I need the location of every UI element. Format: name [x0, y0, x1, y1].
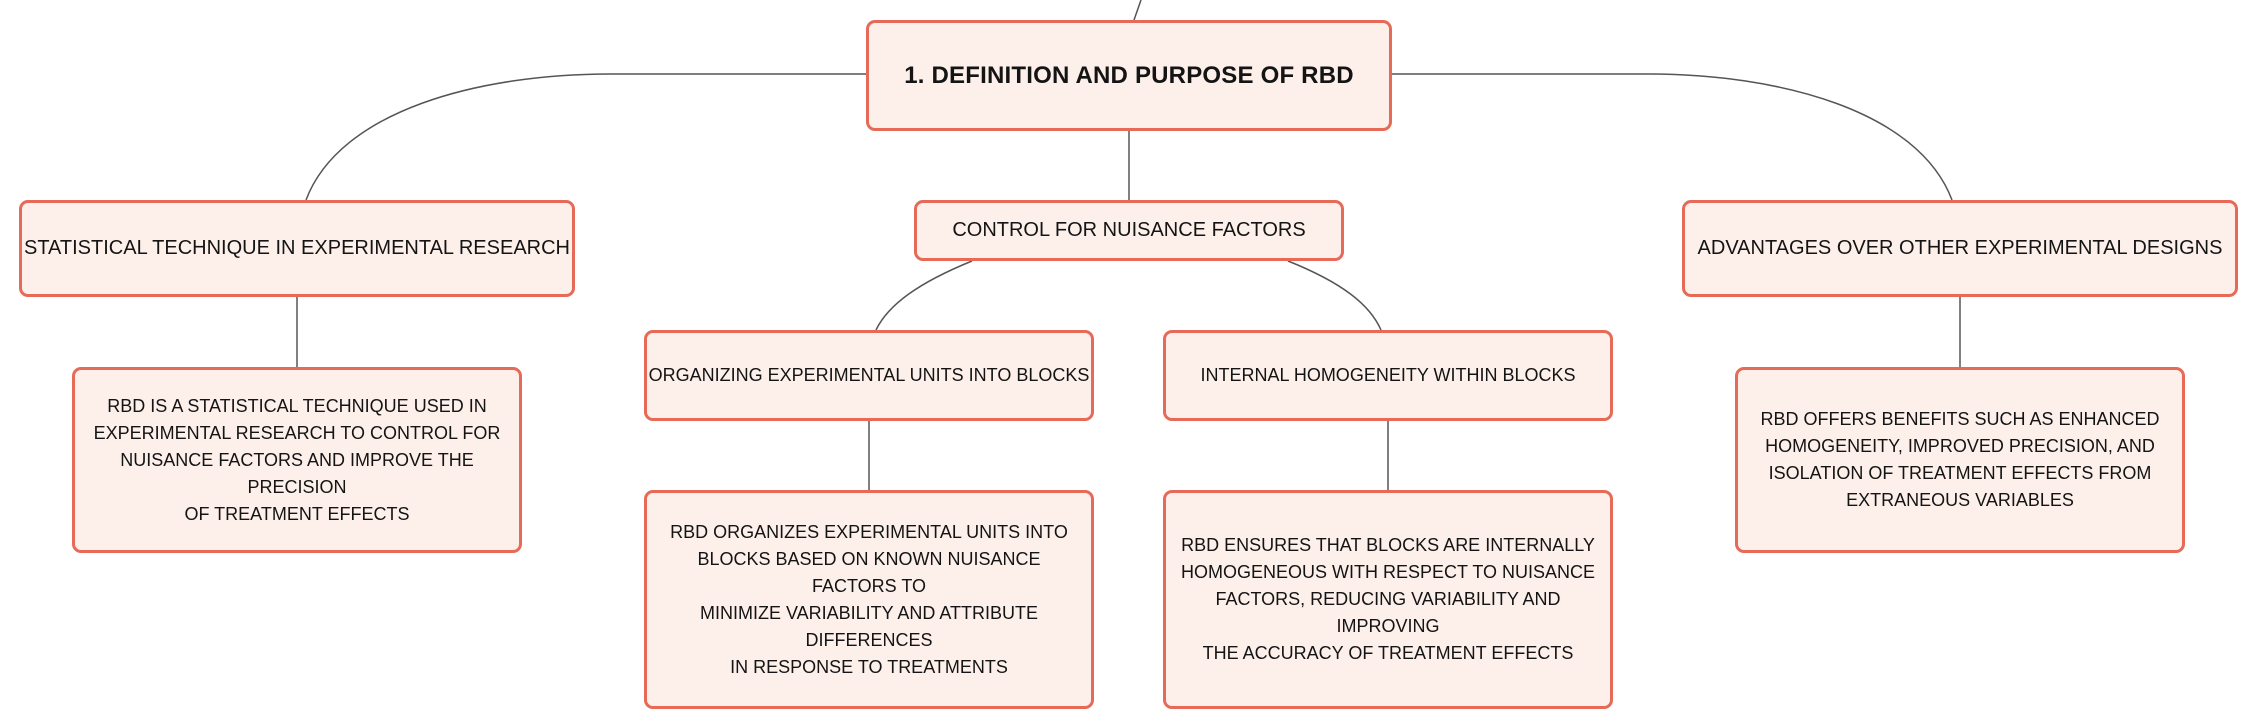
detail-line: FACTORS, REDUCING VARIABILITY AND IMPROV…: [1215, 589, 1561, 636]
branch-node-statistical-technique[interactable]: STATISTICAL TECHNIQUE IN EXPERIMENTAL RE…: [19, 200, 575, 297]
connector-parent-to-root: [1133, 0, 1142, 21]
detail-node-text: RBD ORGANIZES EXPERIMENTAL UNITS INTO BL…: [653, 519, 1085, 681]
detail-node-statistical-technique[interactable]: RBD IS A STATISTICAL TECHNIQUE USED IN E…: [72, 367, 522, 553]
detail-line: HOMOGENEOUS WITH RESPECT TO NUISANCE: [1180, 562, 1596, 582]
detail-line: OF TREATMENT EFFECTS: [184, 503, 410, 524]
detail-line: THE ACCURACY OF TREATMENT EFFECTS: [1202, 643, 1574, 663]
connector-branch-2-to-sub-1: [875, 260, 973, 331]
detail-node-text: RBD OFFERS BENEFITS SUCH AS ENHANCED HOM…: [1760, 406, 2159, 514]
detail-line: HOMOGENEITY, IMPROVED PRECISION, AND: [1765, 436, 2155, 456]
connector-root-to-branch-1: [305, 73, 866, 201]
detail-line: IN RESPONSE TO TREATMENTS: [730, 656, 1008, 677]
detail-node-organizing-units[interactable]: RBD ORGANIZES EXPERIMENTAL UNITS INTO BL…: [644, 490, 1094, 709]
detail-line: NUISANCE FACTORS AND IMPROVE THE PRECISI…: [120, 449, 474, 497]
detail-line: RBD ORGANIZES EXPERIMENTAL UNITS INTO: [670, 521, 1068, 542]
branch-node-label: STATISTICAL TECHNIQUE IN EXPERIMENTAL RE…: [23, 237, 570, 259]
branch-node-control-nuisance-factors[interactable]: CONTROL FOR NUISANCE FACTORS: [914, 200, 1344, 261]
connector-root-to-branch-3: [1392, 73, 1953, 201]
sub-node-label: ORGANIZING EXPERIMENTAL UNITS INTO BLOCK…: [648, 365, 1090, 385]
sub-node-internal-homogeneity[interactable]: INTERNAL HOMOGENEITY WITHIN BLOCKS: [1163, 330, 1613, 421]
detail-line: BLOCKS BASED ON KNOWN NUISANCE FACTORS T…: [697, 548, 1041, 596]
sub-node-organizing-units[interactable]: ORGANIZING EXPERIMENTAL UNITS INTO BLOCK…: [644, 330, 1094, 421]
detail-node-text: RBD ENSURES THAT BLOCKS ARE INTERNALLY H…: [1172, 532, 1604, 667]
detail-node-internal-homogeneity[interactable]: RBD ENSURES THAT BLOCKS ARE INTERNALLY H…: [1163, 490, 1613, 709]
root-node-label: 1. DEFINITION AND PURPOSE OF RBD: [904, 61, 1354, 89]
detail-node-advantages[interactable]: RBD OFFERS BENEFITS SUCH AS ENHANCED HOM…: [1735, 367, 2185, 553]
branch-node-label: ADVANTAGES OVER OTHER EXPERIMENTAL DESIG…: [1697, 237, 2223, 259]
sub-node-label: INTERNAL HOMOGENEITY WITHIN BLOCKS: [1200, 365, 1576, 385]
detail-line: EXTRANEOUS VARIABLES: [1846, 490, 2074, 510]
detail-line: ISOLATION OF TREATMENT EFFECTS FROM: [1768, 463, 2152, 483]
root-node[interactable]: 1. DEFINITION AND PURPOSE OF RBD: [866, 20, 1392, 131]
connector-branch-2-to-sub-2: [1287, 260, 1382, 331]
detail-line: RBD OFFERS BENEFITS SUCH AS ENHANCED: [1760, 409, 2160, 429]
branch-node-label: CONTROL FOR NUISANCE FACTORS: [952, 219, 1306, 241]
detail-line: RBD ENSURES THAT BLOCKS ARE INTERNALLY: [1181, 535, 1595, 555]
branch-node-advantages[interactable]: ADVANTAGES OVER OTHER EXPERIMENTAL DESIG…: [1682, 200, 2238, 297]
detail-node-text: RBD IS A STATISTICAL TECHNIQUE USED IN E…: [81, 393, 513, 528]
detail-line: RBD IS A STATISTICAL TECHNIQUE USED IN: [107, 395, 487, 416]
detail-line: EXPERIMENTAL RESEARCH TO CONTROL FOR: [93, 422, 501, 443]
detail-line: MINIMIZE VARIABILITY AND ATTRIBUTE DIFFE…: [699, 602, 1039, 650]
